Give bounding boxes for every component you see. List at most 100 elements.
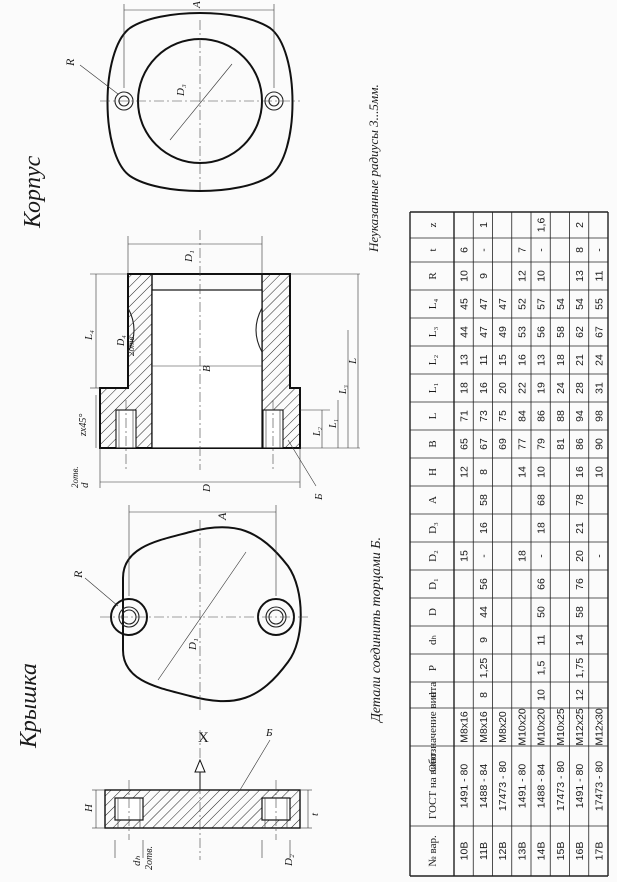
table-cell: 1488 - 84	[478, 764, 490, 809]
table-cell: 68	[536, 494, 548, 506]
body-dim-l2: L₂	[312, 426, 323, 437]
body-dim-d: D	[201, 484, 213, 493]
table-cell: М10x20	[516, 708, 528, 746]
table-cell: 56	[536, 326, 548, 338]
table-cell: 1491 - 80	[459, 764, 471, 809]
table-cell: 10	[536, 466, 548, 478]
table-cell: 47	[478, 298, 490, 310]
table-cell: 19	[536, 382, 548, 394]
table-header-8: D₂	[427, 550, 439, 562]
lid-plan	[84, 505, 310, 710]
lid-dim-h: H	[83, 803, 95, 813]
table-cell: 16	[478, 522, 490, 534]
body-dim-2holes-d4: 2отв.	[126, 334, 136, 356]
table-cell: 1,5	[536, 661, 548, 676]
table-cell: 54	[574, 298, 586, 310]
table-header-19: t	[427, 248, 439, 251]
table-cell: 13	[574, 270, 586, 282]
body-dim-l4: L₄	[83, 330, 95, 341]
table-cell: 45	[459, 298, 471, 310]
lid-dim-d1: D₁	[187, 638, 199, 651]
table-cell: 16	[478, 382, 490, 394]
table-cell: 10В	[459, 842, 471, 861]
table-cell: 47	[478, 326, 490, 338]
lid-section	[92, 730, 312, 860]
table-header-18: R	[427, 272, 439, 280]
body-dim-2holes-d: 2отв.	[70, 466, 80, 488]
table-cell: 1,75	[574, 658, 586, 679]
body-dim-l3: L₃	[338, 384, 349, 395]
body-title: Корпус	[20, 155, 46, 229]
table-cell: 56	[478, 578, 490, 590]
lid-label-x: X	[198, 730, 209, 746]
table-cell: 2	[574, 222, 586, 228]
table-cell: -	[593, 248, 605, 252]
table-header-9: D₃	[427, 522, 439, 534]
table-cell: 10	[593, 466, 605, 478]
table-header-1: ГОСТ на винт	[427, 753, 439, 819]
table-cell: -	[593, 554, 605, 558]
table-cell: 18	[459, 382, 471, 394]
lid-dim-2holes: 2отв.	[144, 846, 155, 870]
table-cell: 67	[478, 438, 490, 450]
lid-dim-t: t	[309, 812, 321, 816]
table-cell: 22	[516, 382, 528, 394]
body-dim-zx45: zx45°	[78, 414, 89, 437]
body-dim-l1: L₁	[328, 419, 339, 429]
table-cell: 78	[574, 494, 586, 506]
table-cell: М10x25	[555, 708, 567, 746]
table-cell: 15	[459, 550, 471, 562]
table-header-13: L	[427, 412, 439, 419]
note-weld: Детали соединить торцами Б.	[369, 537, 384, 724]
table-cell: -	[536, 554, 548, 558]
table-header-20: z	[427, 222, 439, 227]
table-cell: 21	[574, 522, 586, 534]
lid-label-b: Б	[265, 727, 273, 739]
table-cell: 12	[574, 689, 586, 701]
table-cell: 58	[478, 494, 490, 506]
table-cell: 10	[459, 270, 471, 282]
table-cell: 21	[574, 354, 586, 366]
table-cell: 67	[593, 326, 605, 338]
table-cell: 15	[497, 354, 509, 366]
lid-dim-a: A	[215, 512, 229, 521]
table-cell: 75	[497, 410, 509, 422]
table-cell: 13	[459, 354, 471, 366]
table-cell: 18	[516, 550, 528, 562]
body-plan-dim-a: A	[191, 1, 203, 9]
table-cell: 10	[536, 689, 548, 701]
table-cell: 94	[574, 410, 586, 422]
table-cell: 14В	[536, 842, 548, 861]
table-cell: 57	[536, 298, 548, 310]
body-label-b: Б	[313, 493, 325, 501]
table-cell: 1491 - 80	[574, 764, 586, 809]
lid-dim-r: R	[71, 570, 85, 579]
table-cell: 53	[516, 326, 528, 338]
table-cell: 8	[478, 692, 490, 698]
table-cell: 11	[478, 354, 490, 365]
table-cell: 13	[536, 354, 548, 366]
table-cell: 55	[593, 298, 605, 310]
table-cell: 81	[555, 438, 567, 450]
table-cell: 7	[516, 247, 528, 253]
table-cell: М10x20	[536, 708, 548, 746]
table-cell: 52	[516, 298, 528, 310]
table-cell: 1,25	[478, 658, 490, 679]
table-cell: 1491 - 80	[516, 764, 528, 809]
note-radii: Неуказанные радиусы 3...5мм.	[366, 84, 381, 253]
table-cell: 77	[516, 438, 528, 450]
table-cell: 14	[516, 466, 528, 478]
body-plan-dim-r: R	[63, 58, 77, 67]
table-cell: 79	[536, 438, 548, 450]
table-cell: 9	[478, 637, 490, 643]
table-cell: -	[536, 248, 548, 252]
table-cell: 84	[516, 410, 528, 422]
table-cell: 17В	[593, 842, 605, 861]
table-header-0: № вар.	[427, 835, 439, 867]
table-cell: 6	[459, 247, 471, 253]
table-cell: 31	[593, 382, 605, 394]
table-cell: М12x25	[574, 708, 586, 746]
table-cell: 16	[574, 466, 586, 478]
